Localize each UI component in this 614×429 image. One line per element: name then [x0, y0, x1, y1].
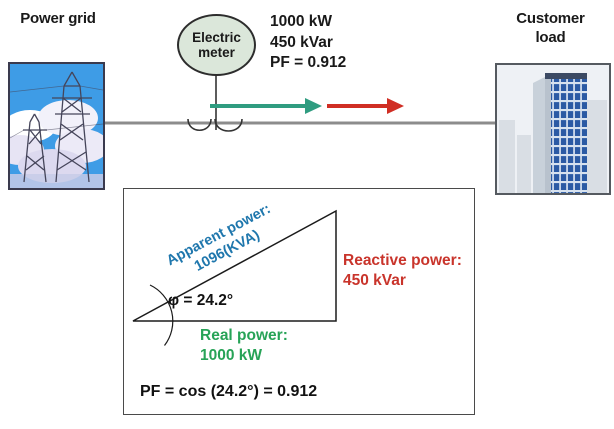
real-power-label: Real power: 1000 kW: [200, 326, 288, 365]
customer-load-illustration: [497, 65, 609, 193]
reactive-power-label: Reactive power: 450 kVar: [343, 251, 462, 290]
schematic-lines: [105, 74, 495, 132]
electric-meter-label: Electric meter: [192, 29, 241, 61]
reading-kvar: 450 kVar: [270, 33, 333, 51]
power-factor-equation: PF = cos (24.2°) = 0.912: [140, 383, 318, 400]
transmission-towers-icon: [10, 71, 103, 183]
skyscraper-icon: [533, 73, 587, 193]
power-grid-illustration: [10, 64, 103, 188]
power-flow-arrow-green-head-icon: [305, 98, 322, 114]
power-grid-photo: [8, 62, 105, 190]
reactive-power-title: Reactive power:: [343, 252, 462, 269]
reading-kw: 1000 kW: [270, 13, 333, 30]
real-power-title: Real power:: [200, 327, 288, 344]
phase-angle-arc: [149, 284, 174, 346]
current-transformer-hook-icon: [214, 118, 243, 132]
power-triangle-drawing: [132, 209, 337, 346]
real-power-value: 1000 kW: [200, 346, 263, 364]
phase-angle-label: φ = 24.2°: [168, 292, 234, 309]
current-transformer-hook-icon: [187, 118, 212, 132]
electric-meter: Electric meter: [177, 14, 256, 76]
customer-load-label: Customer load: [516, 10, 585, 46]
power-flow-arrow-red-head-icon: [387, 98, 404, 114]
power-triangle-box: Apparent power: 1096(KVA) φ = 24.2° Reac…: [123, 188, 475, 415]
reactive-power-value: 450 kVar: [343, 271, 406, 289]
meter-readings: 1000 kW 450 kVar PF = 0.912: [270, 12, 346, 74]
customer-load-photo: [495, 63, 611, 195]
power-triangle: [132, 209, 337, 322]
power-grid-label: Power grid: [20, 10, 96, 27]
reading-pf: PF = 0.912: [270, 54, 347, 71]
